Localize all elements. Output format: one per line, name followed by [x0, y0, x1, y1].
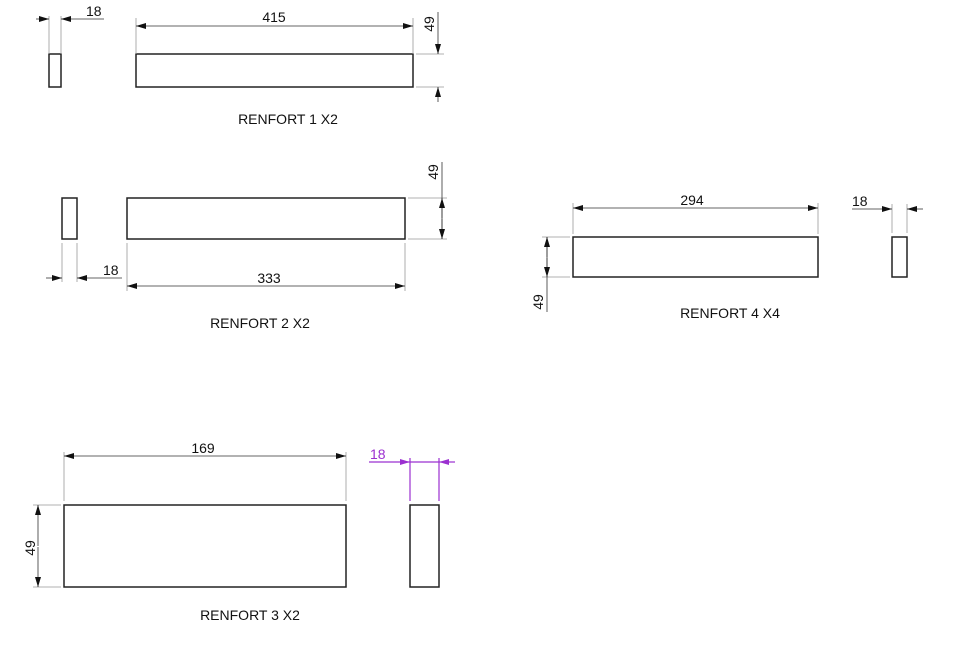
thickness-dimension-highlighted: 18 [370, 446, 386, 462]
part-label: RENFORT 4 X4 [680, 305, 780, 321]
height-dimension: 49 [22, 540, 38, 556]
thickness-dimension: 18 [852, 193, 868, 209]
part-renfort-1: 18 415 49 RENFORT 1 X2 [36, 3, 444, 127]
part-renfort-3: 169 49 18 RENFORT 3 X2 [22, 440, 455, 623]
thickness-dimension: 18 [103, 262, 119, 278]
face-view [135, 53, 414, 88]
section-view [409, 504, 440, 588]
height-dimension: 49 [421, 16, 437, 32]
length-dimension: 169 [191, 440, 215, 456]
face-view [126, 197, 406, 240]
length-dimension: 294 [680, 192, 704, 208]
section-view [61, 197, 78, 240]
section-view [48, 53, 62, 88]
face-view [63, 504, 347, 588]
length-dimension: 415 [262, 9, 286, 25]
part-label: RENFORT 2 X2 [210, 315, 310, 331]
part-renfort-4: 294 49 18 RENFORT 4 X4 [530, 192, 923, 321]
thickness-dimension: 18 [86, 3, 102, 19]
part-renfort-2: 18 333 49 RENFORT 2 X2 [46, 162, 447, 331]
height-dimension: 49 [530, 294, 546, 310]
section-view [891, 236, 908, 278]
height-dimension: 49 [425, 164, 441, 180]
length-dimension: 333 [257, 270, 281, 286]
face-view [572, 236, 819, 278]
part-label: RENFORT 3 X2 [200, 607, 300, 623]
part-label: RENFORT 1 X2 [238, 111, 338, 127]
